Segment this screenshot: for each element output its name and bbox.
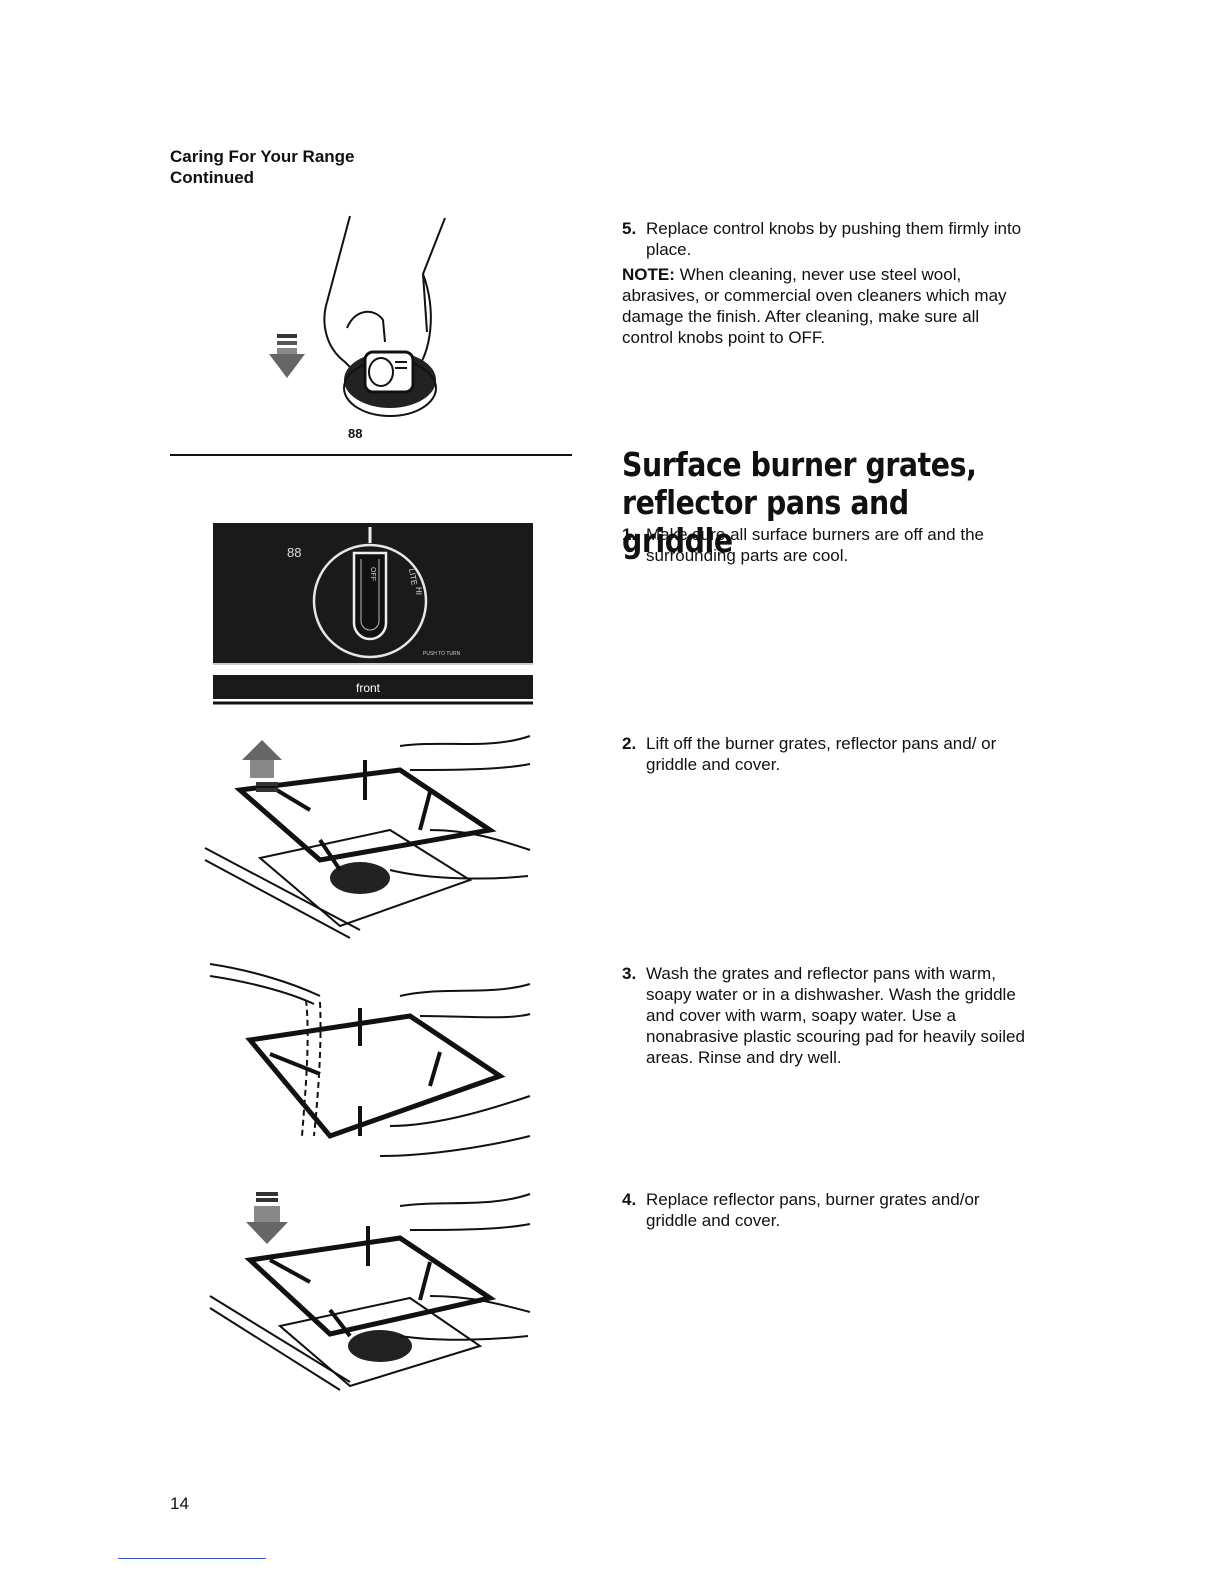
section-header: Caring For Your Range Continued (170, 146, 355, 188)
knob-replace-block: 5. Replace control knobs by pushing them… (622, 218, 1032, 348)
down-arrow-icon (269, 334, 305, 378)
step-3: 3. Wash the grates and reflector pans wi… (622, 963, 1032, 1068)
note-text: When cleaning, never use steel wool, abr… (622, 265, 1007, 347)
cleaning-note: NOTE: When cleaning, never use steel woo… (622, 264, 1032, 348)
control-panel-illustration: 88 OFF LITE HI PUSH TO TURN front (213, 523, 533, 705)
knob-marking: 88 (348, 426, 362, 441)
step-4: 4. Replace reflector pans, burner grates… (622, 1189, 1032, 1231)
lift-grate-illustration (204, 735, 531, 939)
down-arrow-icon (246, 1192, 288, 1244)
wash-grate-illustration (210, 963, 531, 1157)
step-5: 5. Replace control knobs by pushing them… (622, 218, 1032, 260)
front-label: front (356, 681, 381, 695)
step-number: 2. (622, 734, 637, 753)
step-number: 5. (622, 219, 637, 238)
step-text: Lift off the burner grates, reflector pa… (646, 734, 997, 774)
header-continued: Continued (170, 168, 255, 187)
push-to-turn-label: PUSH TO TURN (423, 651, 461, 657)
knob-off-label: OFF (369, 567, 376, 581)
step-text: Replace reflector pans, burner grates an… (646, 1190, 980, 1230)
knob-lite-label: LITE (407, 568, 419, 586)
step-2: 2. Lift off the burner grates, reflector… (622, 733, 1032, 775)
page-number: 14 (170, 1494, 189, 1513)
knob-hi-label: HI (414, 587, 423, 595)
note-label: NOTE: (622, 265, 675, 284)
step-text: Make sure all surface burners are off an… (646, 525, 984, 565)
replace-grate-illustration (209, 1192, 531, 1391)
step-text: Replace control knobs by pushing them fi… (646, 219, 1022, 259)
up-arrow-icon (242, 740, 282, 792)
footer-rule (118, 1558, 266, 1559)
knob-push-illustration: 88 (269, 215, 446, 441)
step-1: 1. Make sure all surface burners are off… (622, 524, 1032, 566)
section-title: Surface burner grates, reflector pans an… (622, 445, 977, 560)
step-number: 1. (622, 525, 637, 544)
step-text: Wash the grates and reflector pans with … (646, 964, 1025, 1067)
step-number: 3. (622, 964, 637, 983)
header-title: Caring For Your Range (170, 147, 355, 166)
panel-marking: 88 (287, 545, 301, 560)
section-divider (170, 454, 572, 456)
step-number: 4. (622, 1190, 637, 1209)
